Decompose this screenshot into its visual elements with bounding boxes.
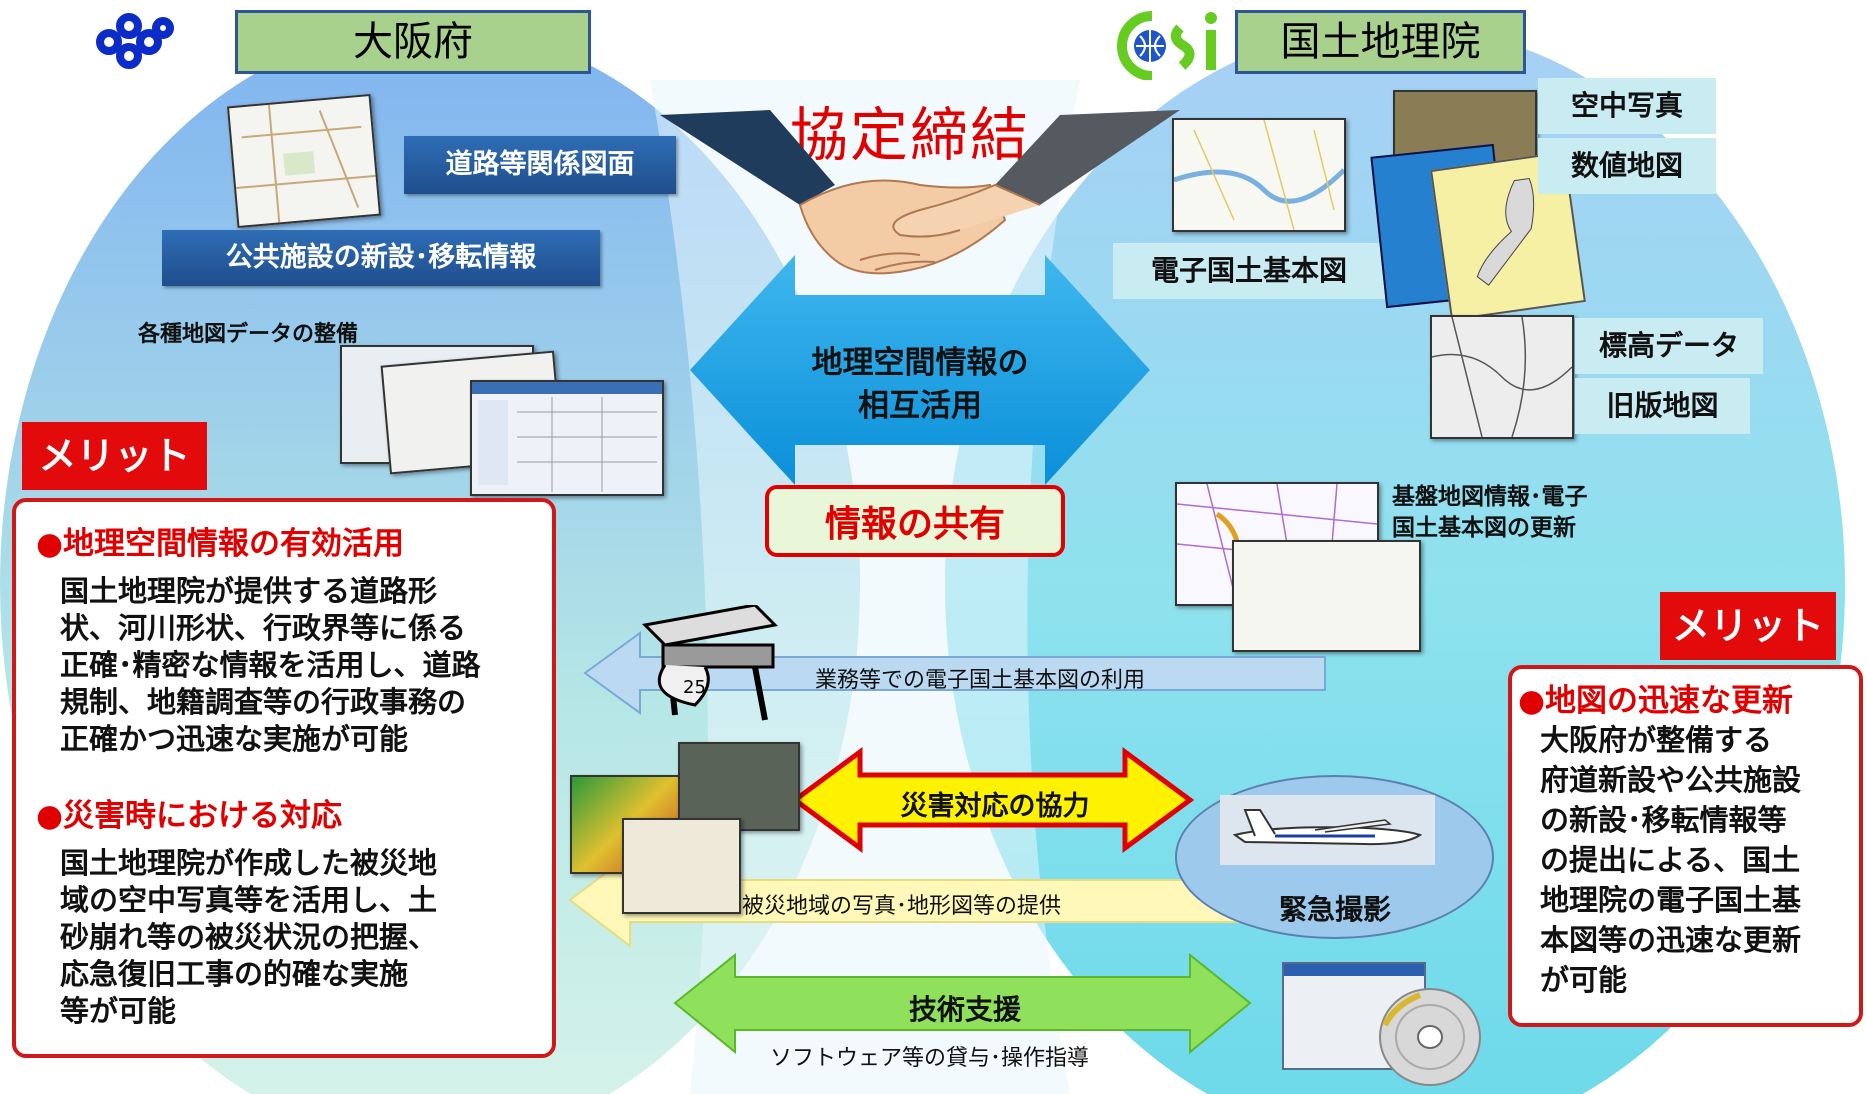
update-label-line: 基盤地図情報･電子 [1392, 484, 1588, 510]
right-merit-text-line: 府道新設や公共施設 [1540, 763, 1802, 797]
right-merit-text: 大阪府が整備する 府道新設や公共施設 の新設･移転情報等 の提出による、国土 地… [1540, 720, 1860, 1000]
disaster-coop-label: 災害対応の協力 [900, 791, 1090, 822]
right-merit-text-line: が可能 [1540, 963, 1628, 997]
sharing-label: 情報の共有 [765, 485, 1065, 557]
agreement-title: 協定締結 [790, 101, 1031, 169]
right-org-label: 国土地理院 [1235, 10, 1526, 74]
svg-text:25: 25 [683, 677, 706, 698]
osaka-pref-logo [96, 13, 174, 69]
left-merit-text2-line: 国土地理院が作成した被災地 [60, 846, 438, 880]
cd-icon [1379, 988, 1481, 1086]
right-merit-text-line: の新設･移転情報等 [1540, 803, 1787, 837]
road-drawings-label: 道路等関係図面 [404, 136, 676, 194]
right-merit-tag: メリット [1660, 592, 1836, 660]
gsi-logo [1117, 11, 1217, 80]
right-merit-box [1508, 665, 1863, 1027]
mutual-use-line2: 相互活用 [858, 388, 982, 424]
right-merit-text-line: 地理院の電子国土基 [1540, 883, 1802, 917]
left-merit-text2-line: 砂崩れ等の被災状況の把握、 [60, 920, 438, 954]
software-label: ソフトウェア等の貸与･操作指導 [770, 1046, 1090, 1071]
map-screenshot-3 [470, 380, 664, 496]
airplane-icon [1220, 795, 1435, 865]
mutual-use-arrow [690, 255, 1150, 485]
disaster-coop-arrow [790, 747, 1195, 853]
left-merit-text1-line: 規制、地籍調査等の行政事務の [60, 685, 467, 719]
left-merit-text1-line: 正確･精密な情報を活用し、道路 [60, 648, 481, 682]
road-drawing-thumb [226, 93, 382, 229]
handshake-icon [660, 110, 1180, 275]
digital-map-cover-2 [1430, 151, 1586, 321]
emergency-photo-label: 緊急撮影 [1278, 893, 1391, 926]
elevation-map-thumb [1430, 315, 1574, 439]
left-org-label: 大阪府 [235, 10, 591, 74]
left-merit-heading1: ●地理空間情報の有効活用 [36, 526, 405, 562]
plotter-icon: 25 [641, 605, 779, 721]
right-merit-text-line: の提出による、国土 [1540, 843, 1801, 877]
left-merit-text2: 国土地理院が作成した被災地 域の空中写真等を活用し、土 砂崩れ等の被災状況の把握… [60, 845, 550, 1030]
mutual-use-line1: 地理空間情報の [811, 345, 1029, 381]
tech-support-arrow [673, 952, 1252, 1055]
left-merit-text2-line: 域の空中写真等を活用し、土 [60, 883, 438, 917]
left-merit-text2-line: 等が可能 [60, 994, 177, 1028]
left-merit-text1-line: 国土地理院が提供する道路形 [60, 574, 438, 608]
base-map-thumb [1172, 118, 1346, 232]
aerial-label: 空中写真 [1538, 78, 1716, 134]
old-map-label: 旧版地図 [1575, 378, 1750, 434]
terrain-map-thumb [622, 818, 741, 914]
facilities-label: 公共施設の新設･移転情報 [162, 230, 600, 286]
left-merit-text2-line: 応急復旧工事の的確な実施 [60, 957, 409, 991]
update-map-thumb-2 [1232, 540, 1421, 652]
left-merit-tag: メリット [22, 422, 207, 490]
map-data-label: 各種地図データの整備 [138, 322, 359, 347]
left-merit-text1: 国土地理院が提供する道路形 状、河川形状、行政界等に係る 正確･精密な情報を活用… [60, 573, 550, 758]
right-merit-heading: ●地図の迅速な更新 [1518, 683, 1794, 719]
disaster-photos-label: 被災地域の写真･地形図等の提供 [742, 894, 1062, 919]
right-merit-text-line: 大阪府が整備する [1540, 723, 1773, 757]
update-label-line: 国土基本図の更新 [1392, 515, 1576, 541]
right-merit-text-line: 本図等の迅速な更新 [1540, 923, 1802, 957]
left-merit-heading2: ●災害時における対応 [36, 798, 343, 834]
left-merit-text1-line: 状、河川形状、行政界等に係る [60, 611, 467, 645]
elevation-label: 標高データ [1575, 318, 1763, 374]
left-merit-box [12, 498, 556, 1058]
use-base-map-arrow [583, 631, 1326, 715]
aerial-disaster-thumb [678, 742, 800, 831]
left-merit-text1-line: 正確かつ迅速な実施が可能 [60, 722, 409, 756]
base-map-label: 電子国土基本図 [1113, 243, 1385, 299]
tech-support-label: 技術支援 [908, 993, 1021, 1026]
digital-map-label: 数値地図 [1538, 138, 1716, 194]
use-base-map-label: 業務等での電子国土基本図の利用 [815, 668, 1146, 693]
update-label: 基盤地図情報･電子 国土基本図の更新 [1392, 482, 1588, 544]
